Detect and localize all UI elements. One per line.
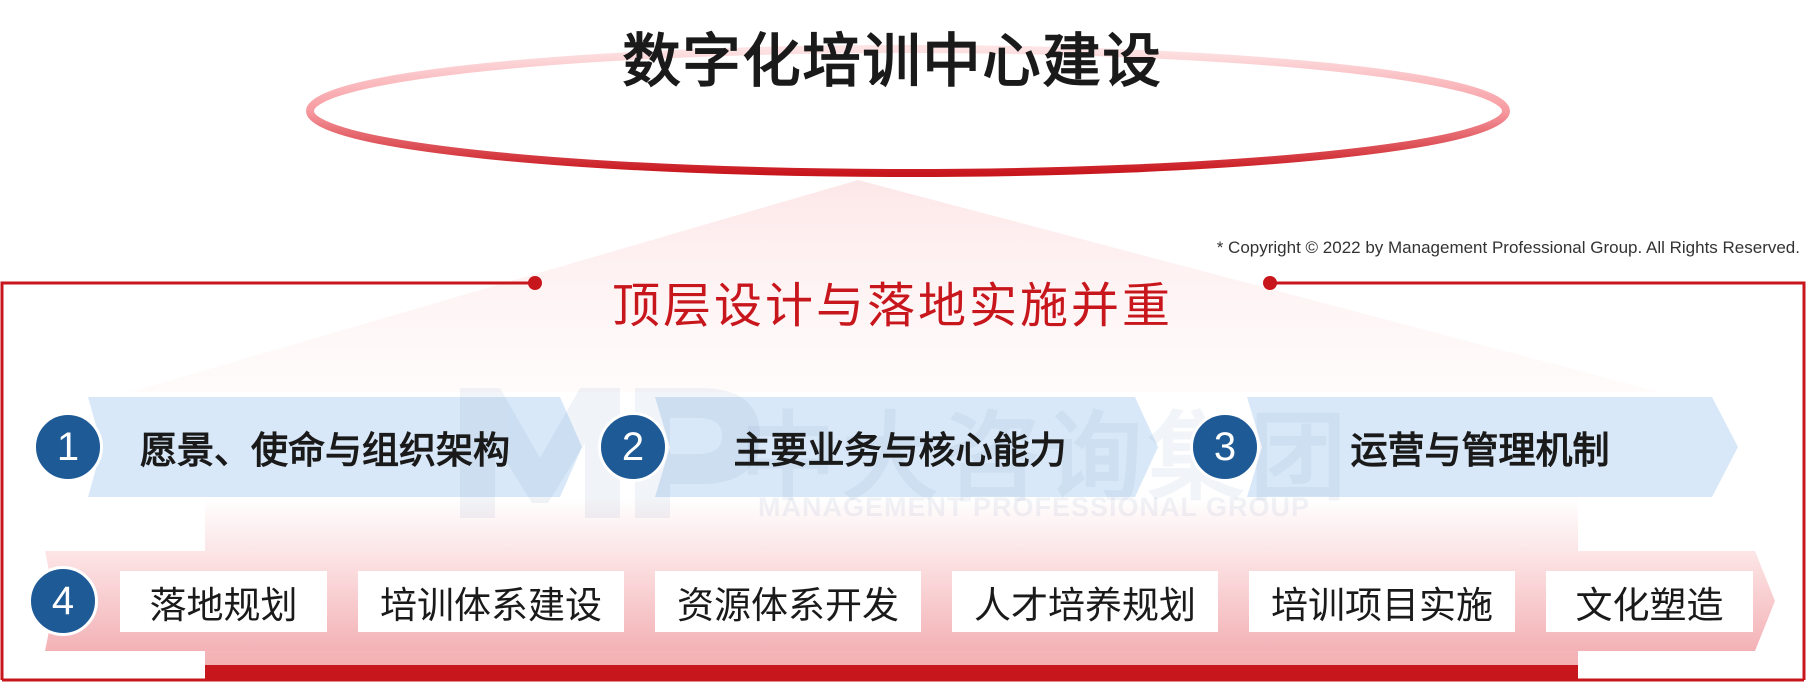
pillar-arrow-2 — [655, 397, 1158, 497]
implementation-number: 4 — [28, 566, 98, 636]
page-title: 数字化培训中心建设 — [622, 27, 1163, 95]
watermark-english: MANAGEMENT PROFESSIONAL GROUP — [758, 492, 1311, 522]
copyright-notice: * Copyright © 2022 by Management Profess… — [1216, 238, 1800, 257]
pillar-arrow-3 — [1247, 397, 1738, 497]
frame-left — [0, 281, 535, 680]
frame-dot-right — [1263, 276, 1277, 290]
pillar-number-2: 2 — [598, 412, 668, 482]
implementation-item-6: 文化塑造 — [1546, 571, 1753, 632]
implementation-item-2: 培训体系建设 — [358, 571, 624, 632]
implementation-item-5: 培训项目实施 — [1249, 571, 1515, 632]
top-ring — [306, 45, 1510, 177]
frame-right — [1270, 281, 1806, 680]
implementation-item-3: 资源体系开发 — [655, 571, 921, 632]
pillar-label-3: 运营与管理机制 — [1350, 429, 1610, 472]
watermark — [460, 378, 1360, 528]
implementation-item-4: 人才培养规划 — [952, 571, 1218, 632]
roof-shape — [130, 180, 1660, 392]
implementation-item-1: 落地规划 — [120, 571, 327, 632]
pillar-label-2: 主要业务与核心能力 — [733, 429, 1067, 472]
column-base — [205, 665, 1578, 679]
pillar-arrow-1 — [88, 397, 582, 497]
pillar-number-1: 1 — [33, 412, 103, 482]
frame-dot-left — [528, 276, 542, 290]
pillar-label-1: 愿景、使命与组织架构 — [140, 429, 510, 472]
pillar-number-3: 3 — [1190, 412, 1260, 482]
section-subtitle: 顶层设计与落地实施并重 — [611, 278, 1173, 334]
watermark-logo — [460, 388, 760, 518]
